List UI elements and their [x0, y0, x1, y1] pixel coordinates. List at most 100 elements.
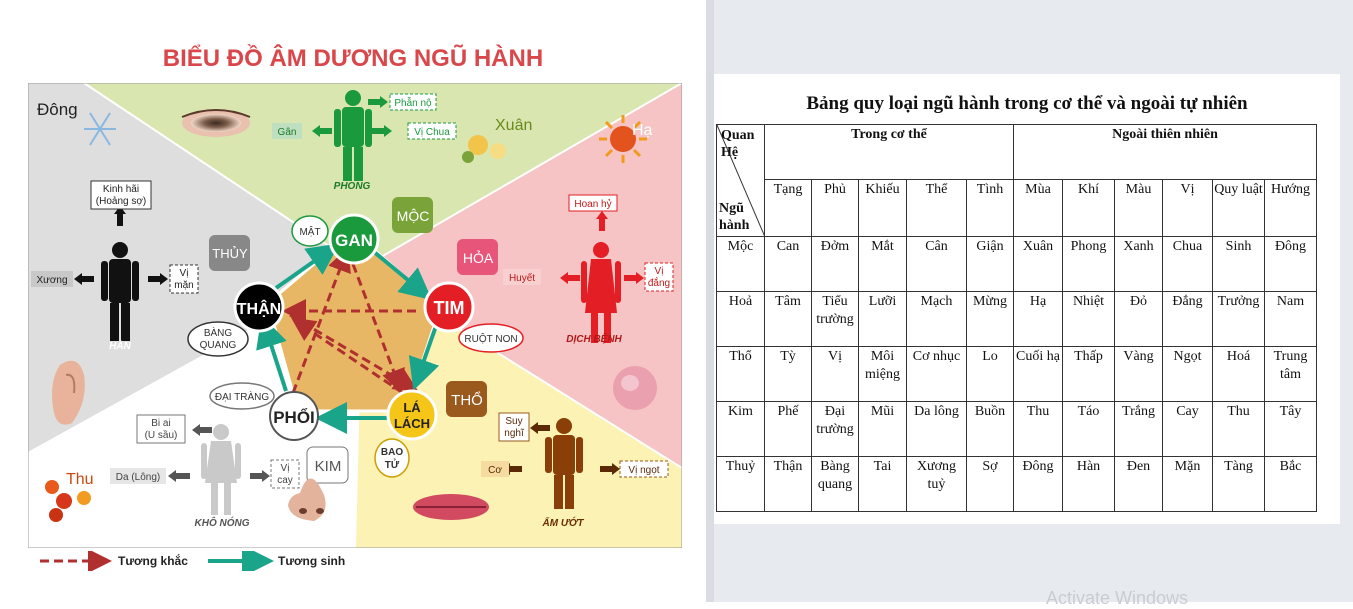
- bang-quang-oval: [187, 321, 249, 357]
- water-climate: HÀN: [109, 339, 131, 352]
- legend-sinh-label: Tương sinh: [278, 554, 345, 568]
- table-cell: Trưởng: [1212, 291, 1265, 347]
- row-element-label: Mộc: [716, 236, 765, 292]
- column-header: Hướng: [1264, 179, 1317, 237]
- table-cell: Sợ: [966, 456, 1014, 512]
- metal-tissue-box: [110, 468, 166, 484]
- table-cell: Tây: [1264, 401, 1317, 457]
- table-cell: Cân: [906, 236, 967, 292]
- table-cell: Nam: [1264, 291, 1317, 347]
- wood-emotion-box: [389, 93, 437, 111]
- la-lach-label-1: LÁ: [403, 400, 421, 415]
- gan-circle: [328, 213, 380, 265]
- tim-label: TIM: [434, 298, 465, 318]
- table-cell: Cơ nhục: [906, 346, 967, 402]
- bang-quang-label-2: QUANG: [200, 340, 237, 351]
- group-header-nature: Ngoài thiên nhiên: [1013, 124, 1317, 180]
- thuy-label: THỦY: [212, 246, 248, 261]
- metal-taste-1: Vị: [281, 463, 290, 474]
- table-title: Bảng quy loại ngũ hành trong cơ thể và n…: [806, 93, 1248, 114]
- table-row: Kim Phế Đại trường Mũi Da lông Buồn Thu …: [716, 401, 1317, 457]
- legend-graphic: Tương khắc Tương sinh: [40, 551, 345, 571]
- season-dong: Đông: [37, 100, 78, 119]
- table-cell: Lưỡi: [858, 291, 907, 347]
- fire-tissue-box: [503, 269, 541, 285]
- snowflake-icon: [84, 112, 116, 146]
- table-cell: Vị: [811, 346, 859, 402]
- than-label: THẬN: [237, 299, 281, 318]
- corner-bottom-2: hành: [719, 218, 750, 233]
- la-lach-circle: [386, 389, 438, 441]
- moc-badge: [392, 197, 433, 233]
- earth-sector: [355, 268, 682, 548]
- table-cell: Ngọt: [1162, 346, 1213, 402]
- table-cell: Mừng: [966, 291, 1014, 347]
- fire-taste-box: [644, 262, 674, 292]
- season-thu: Thu: [66, 471, 94, 488]
- table-cell: Giận: [966, 236, 1014, 292]
- table-cell: Tiểu trường: [811, 291, 859, 347]
- table-cell: Mắt: [858, 236, 907, 292]
- column-header: Vị: [1162, 179, 1213, 237]
- column-header: Khiếu: [858, 179, 907, 237]
- column-header: Thể: [906, 179, 967, 237]
- table-cell: Bắc: [1264, 456, 1317, 512]
- tongue-icon: [613, 366, 657, 410]
- table-cell: Hoá: [1212, 346, 1265, 402]
- table-cell: Xuân: [1013, 236, 1063, 292]
- mat-label: MẬT: [299, 225, 320, 238]
- table-cell: Đông: [1264, 236, 1317, 292]
- bang-quang-label-1: BÀNG: [204, 326, 233, 339]
- ear-icon: [52, 360, 85, 425]
- table-cell: Trắng: [1114, 401, 1163, 457]
- table-cell: Thấp: [1062, 346, 1115, 402]
- column-header: Tình: [966, 179, 1014, 237]
- fire-tissue: Huyết: [509, 272, 535, 284]
- water-tissue: Xương: [36, 275, 67, 286]
- wood-tissue-box: [272, 123, 302, 139]
- table-row: Hoả Tâm Tiểu trường Lưỡi Mạch Mừng Hạ Nh…: [716, 291, 1317, 347]
- lips-icon: [413, 494, 489, 520]
- table-cell: Sinh: [1212, 236, 1265, 292]
- kim-label: KIM: [315, 458, 342, 475]
- kim-badge: [306, 446, 349, 484]
- five-elements-diagram: GAN TIM LÁ LÁCH PHỔI THẬN MẬT RUỘT NON B…: [28, 83, 682, 548]
- group-header-body: Trong cơ thể: [764, 124, 1014, 180]
- table-cell: Tai: [858, 456, 907, 512]
- table-cell: Đông: [1013, 456, 1063, 512]
- water-taste-box: [169, 264, 199, 294]
- table-cell: Mũi: [858, 401, 907, 457]
- table-cell: Cuối hạ: [1013, 346, 1063, 402]
- than-circle: [233, 281, 285, 333]
- table-cell: Môi miệng: [858, 346, 907, 402]
- table-cell: Đỏ: [1114, 291, 1163, 347]
- earth-tissue: Cơ: [488, 465, 502, 476]
- diagram-title: BIỂU ĐỒ ÂM DƯƠNG NGŨ HÀNH: [162, 45, 544, 72]
- corner-diagonal: [717, 125, 765, 237]
- bao-tu-oval: [374, 438, 410, 478]
- moc-label: MỘC: [397, 208, 430, 224]
- table-cell: Đen: [1114, 456, 1163, 512]
- ruot-non-label: RUỘT NON: [464, 332, 517, 345]
- earth-taste: Vị ngọt: [628, 465, 659, 476]
- table-column-header-row: Tạng Phủ Khiếu Thể Tình Mùa Khí Màu Vị Q…: [717, 179, 1317, 237]
- table-cell: Nhiệt: [1062, 291, 1115, 347]
- green-man-figure: [334, 90, 372, 181]
- table-cell: Xương tuỷ: [906, 456, 967, 512]
- fire-emotion: Hoan hỷ: [574, 198, 611, 210]
- table-cell: Buồn: [966, 401, 1014, 457]
- wood-emotion: Phẫn nộ: [394, 96, 432, 109]
- wood-climate: PHONG: [334, 181, 371, 192]
- activate-windows-watermark: Activate Windows: [1046, 588, 1189, 608]
- table-cell: Lo: [966, 346, 1014, 402]
- wood-taste-box: [407, 122, 457, 140]
- metal-emotion-2: (U sầu): [145, 429, 178, 441]
- table-cell: Đại trường: [811, 401, 859, 457]
- table-cell: Phong: [1062, 236, 1115, 292]
- khac-arrow: [289, 313, 419, 392]
- fire-taste-2: đắng: [648, 276, 670, 289]
- season-ha: Hạ: [632, 122, 653, 139]
- bao-tu-label-2: TỬ: [385, 458, 400, 471]
- autumn-leaves-icon: [45, 480, 91, 522]
